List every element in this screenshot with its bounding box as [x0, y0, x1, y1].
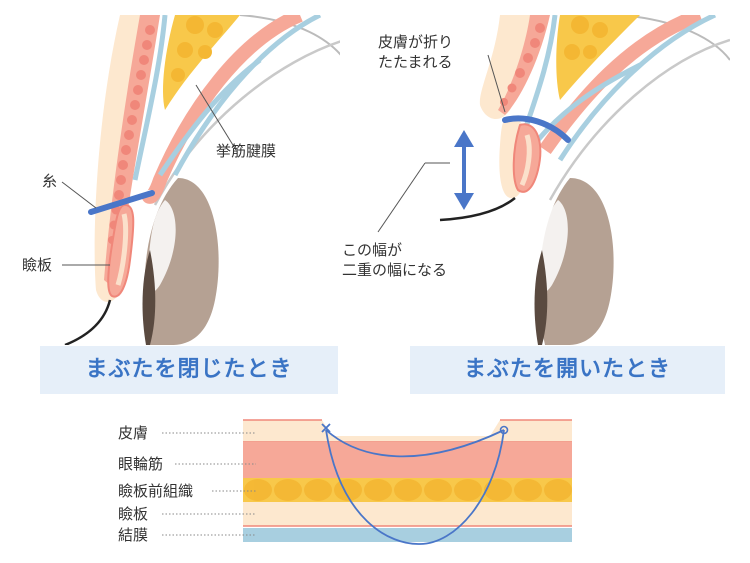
- label-fold-width-line1: この幅が: [342, 241, 403, 259]
- caption-open: まぶたを開いたとき: [410, 346, 725, 394]
- aponeurosis: [132, 15, 168, 181]
- label-thread: 糸: [42, 172, 58, 190]
- label-skin-fold-line1: 皮膚が折り: [378, 33, 454, 51]
- layer-label-orbicularis: 眼輪筋: [118, 455, 164, 473]
- fat-layer: [163, 15, 240, 110]
- thread-loop: [325, 429, 505, 458]
- label-fold-width-line2: 二重の幅になる: [342, 261, 448, 279]
- width-arrow: [454, 130, 474, 210]
- label-skin-fold: 皮膚が折り たたまれる: [378, 32, 453, 72]
- closed-eyelid-illustration: [64, 15, 340, 345]
- label-tarsus: 瞼板: [22, 256, 53, 274]
- layer-label-tarsus: 瞼板: [118, 505, 149, 523]
- thread-closed: [88, 190, 155, 215]
- caption-closed: まぶたを閉じたとき: [40, 346, 338, 394]
- layer-label-conjunctiva: 結膜: [118, 526, 149, 544]
- layer-label-skin: 皮膚: [118, 424, 149, 442]
- label-skin-fold-line2: たたまれる: [378, 53, 453, 71]
- cross-section: [162, 419, 572, 545]
- label-fold-width: この幅が 二重の幅になる: [342, 240, 447, 280]
- label-aponeurosis: 挙筋腱膜: [216, 142, 277, 160]
- thread-open: [502, 115, 571, 143]
- layer-label-pretarsal-tissue: 瞼板前組織: [118, 482, 194, 500]
- open-eyelid-illustration: [439, 15, 730, 345]
